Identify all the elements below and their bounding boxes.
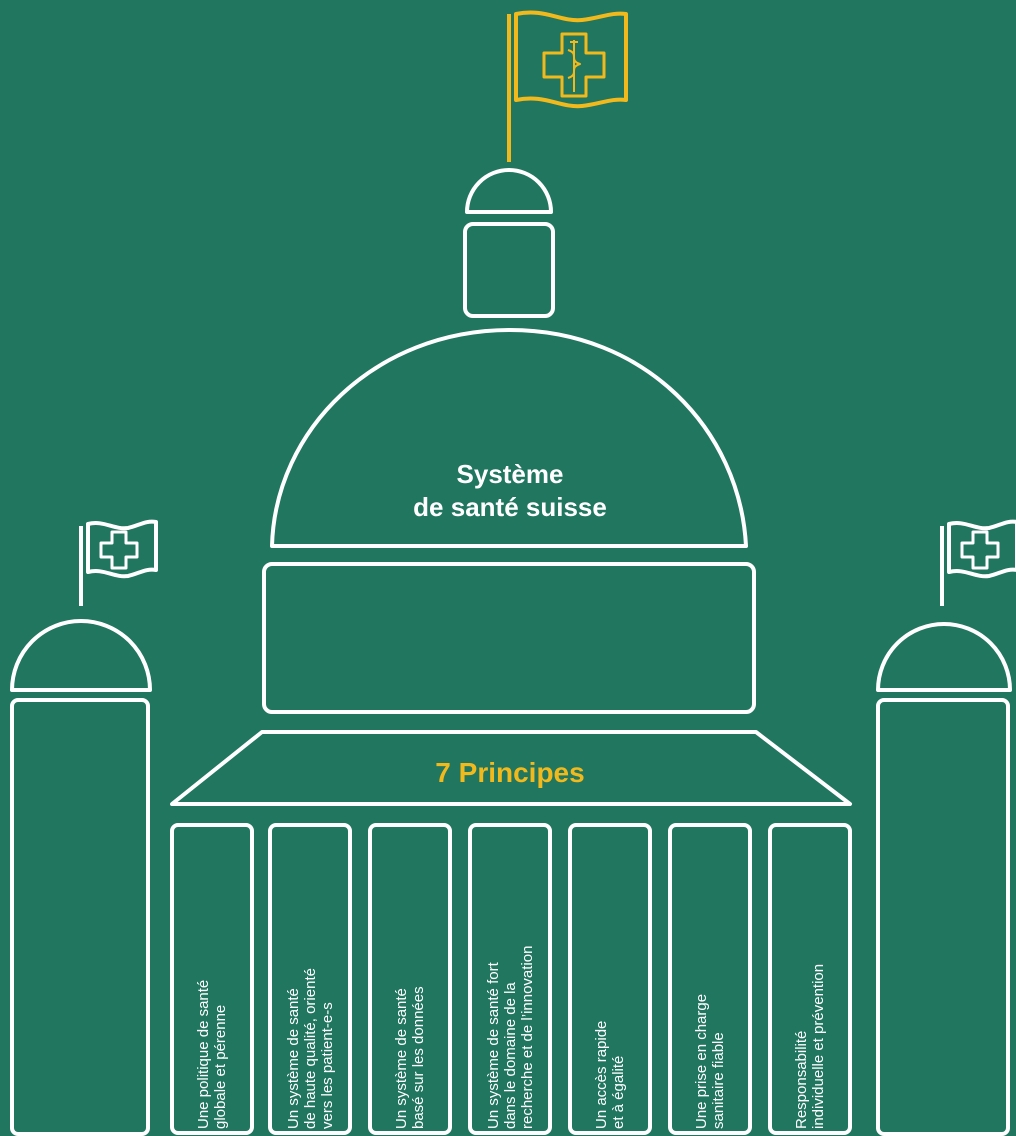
left-flag-icon [86, 519, 158, 579]
right-tower-body [876, 698, 1010, 1136]
pillar-label-1: Une politique de santé globale et pérenn… [177, 829, 247, 1129]
pillar-4-line1: Un système de santé fort [484, 962, 502, 1129]
left-tower-body [10, 698, 150, 1136]
pillar-1-line1: Une politique de santé [195, 979, 212, 1129]
main-flag-cross [542, 32, 606, 98]
pillar-label-4: Un système de santé fort dans le domaine… [475, 829, 545, 1129]
pillar-5-line2: et à égalité [610, 1055, 627, 1129]
pillar-2 [268, 823, 352, 1135]
pillar-label-5: Un accès rapide et à égalité [575, 829, 645, 1129]
right-flag-icon [947, 519, 1016, 579]
lantern-drum [463, 222, 555, 318]
left-flag-cross [99, 530, 139, 570]
pillar-4-line3: recherche et de l’innovation [518, 945, 536, 1129]
roof [170, 730, 852, 806]
pillar-5 [568, 823, 652, 1135]
pillar-5-line1: Un accès rapide [593, 1020, 610, 1129]
pillar-1-line2: globale et pérenne [212, 1004, 229, 1129]
principles-label: 7 Principes [435, 757, 585, 788]
dome-title-line2: de santé suisse [413, 492, 607, 522]
pillar-2-line3: vers les patient-e-s [318, 1002, 336, 1129]
main-dome [270, 328, 748, 548]
attic-box [262, 562, 756, 714]
pillar-7-line2: individuelle et prévention [810, 963, 827, 1129]
dome-title: Système de santé suisse [300, 458, 720, 524]
pillar-4 [468, 823, 552, 1135]
pillar-3 [368, 823, 452, 1135]
right-tower-dome [876, 622, 1012, 692]
pillar-7 [768, 823, 852, 1135]
pillar-1 [170, 823, 254, 1135]
pillar-3-line2: basé sur les données [410, 986, 427, 1129]
pillar-6-line1: Une prise en charge [693, 993, 710, 1129]
pillar-4-line2: dans le domaine de la [501, 982, 519, 1129]
pillar-2-line2: de haute qualité, orienté [301, 968, 319, 1129]
pillar-label-2: Un système de santé de haute qualité, or… [275, 829, 345, 1129]
right-flag-cross [960, 530, 1000, 570]
pillar-label-3: Un système de santé basé sur les données [375, 829, 445, 1129]
pillar-6-line2: sanitaire fiable [710, 1032, 727, 1129]
caduceus-icon [567, 40, 581, 92]
dome-title-line1: Système [456, 459, 564, 489]
pillar-7-line1: Responsabilité [793, 1030, 810, 1129]
pillar-label-6: Une prise en charge sanitaire fiable [675, 829, 745, 1129]
main-flag-icon [514, 10, 628, 109]
pillar-3-line1: Un système de santé [393, 988, 410, 1129]
pillar-2-line1: Un système de santé [284, 988, 302, 1129]
pillar-6 [668, 823, 752, 1135]
lantern-dome [465, 168, 553, 214]
left-tower-dome [10, 619, 152, 692]
pillar-label-7: Responsabilité individuelle et préventio… [775, 829, 845, 1129]
